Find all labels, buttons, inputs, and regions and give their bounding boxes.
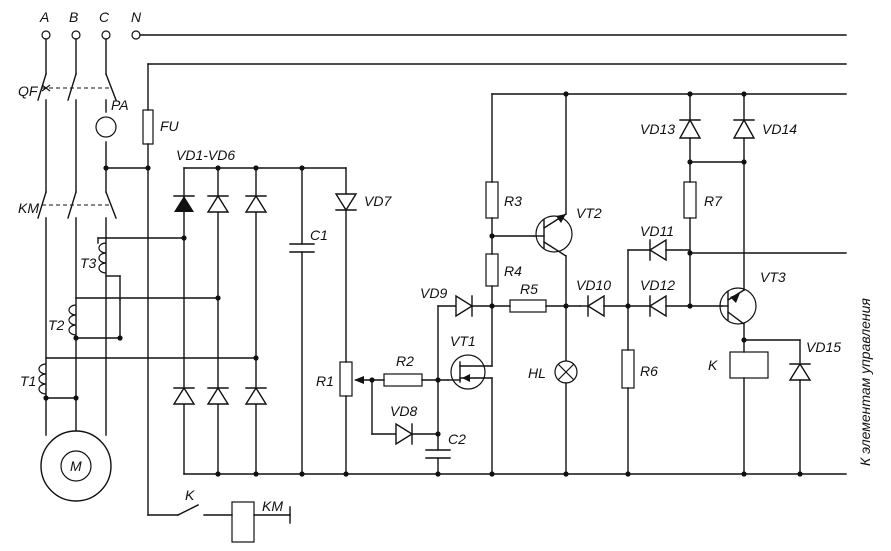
transformer-t3 [97, 237, 185, 301]
vd12-label: VD12 [640, 277, 675, 293]
resistor-r3-r4 [485, 93, 535, 307]
t2-label: T2 [48, 317, 65, 333]
resistor-r6 [621, 349, 635, 477]
c1-label: C1 [310, 227, 328, 243]
relay-k [729, 337, 801, 477]
r5-label: R5 [520, 281, 538, 297]
diode-vd12 [648, 294, 723, 318]
capacitor-c1 [289, 167, 315, 477]
lamp-hl [554, 360, 578, 477]
phase-lines [37, 38, 117, 436]
phase-label-n: N [131, 9, 142, 25]
diode-vd11 [627, 238, 693, 351]
resistor-r2 [383, 373, 449, 387]
r7-label: R7 [704, 193, 723, 209]
km-switch-label: KM [18, 200, 39, 216]
r3-label: R3 [504, 193, 522, 209]
resistor-r7 [683, 181, 697, 307]
diode-vd9 [437, 294, 511, 381]
phase-label-c: C [99, 9, 110, 25]
vd8-label: VD8 [390, 403, 417, 419]
r1-label: R1 [316, 373, 334, 389]
vd9-label: VD9 [420, 285, 447, 301]
k-contact-km-coil [147, 501, 291, 543]
vt3-label: VT3 [760, 269, 786, 285]
transistor-vt2 [533, 91, 573, 361]
potentiometer-r1 [339, 361, 385, 477]
vt2-label: VT2 [576, 205, 602, 221]
transformer-t2 [68, 297, 219, 339]
diodes-vd13-vd14 [678, 91, 756, 291]
t1-label: T1 [20, 373, 36, 389]
transistor-vt1 [447, 305, 495, 477]
phase-terminals [41, 30, 141, 40]
transformer-t1 [38, 335, 257, 401]
transistor-vt3 [719, 287, 757, 353]
fu-label: FU [160, 118, 180, 134]
ammeter-pa [95, 116, 117, 138]
k-relay-label: K [708, 357, 718, 373]
rectifier-bridge [172, 165, 347, 477]
motor-label: M [70, 458, 82, 474]
vd10-label: VD10 [576, 277, 611, 293]
phase-label-b: B [69, 9, 78, 25]
k-contact-label: K [185, 487, 195, 503]
diode-vd15 [788, 339, 812, 477]
phase-label-a: A [39, 9, 49, 25]
diode-vd7 [334, 167, 358, 363]
t3-label: T3 [80, 255, 97, 271]
vd15-label: VD15 [806, 339, 841, 355]
vd1-vd6-label: VD1-VD6 [176, 147, 235, 163]
vt1-label: VT1 [450, 333, 476, 349]
vd14-label: VD14 [762, 121, 797, 137]
diode-vd8-c2 [371, 377, 451, 477]
resistor-r5 [509, 299, 581, 313]
c2-label: C2 [448, 431, 466, 447]
motor-m [40, 430, 112, 502]
vd11-label: VD11 [640, 223, 674, 239]
vd13-label: VD13 [640, 121, 675, 137]
fuse-fu [142, 63, 154, 516]
vd7-label: VD7 [364, 193, 392, 209]
r2-label: R2 [396, 353, 414, 369]
diode-vd10 [579, 294, 651, 318]
hl-label: HL [528, 365, 546, 381]
control-elements-label: К элементам управления [857, 298, 873, 466]
r6-label: R6 [640, 363, 658, 379]
r4-label: R4 [504, 263, 522, 279]
c-phase-tap [103, 165, 151, 171]
km-coil-label: KM [262, 498, 283, 514]
qf-label: QF [18, 83, 39, 99]
power-buses [139, 34, 847, 475]
pa-label: PA [111, 97, 129, 113]
